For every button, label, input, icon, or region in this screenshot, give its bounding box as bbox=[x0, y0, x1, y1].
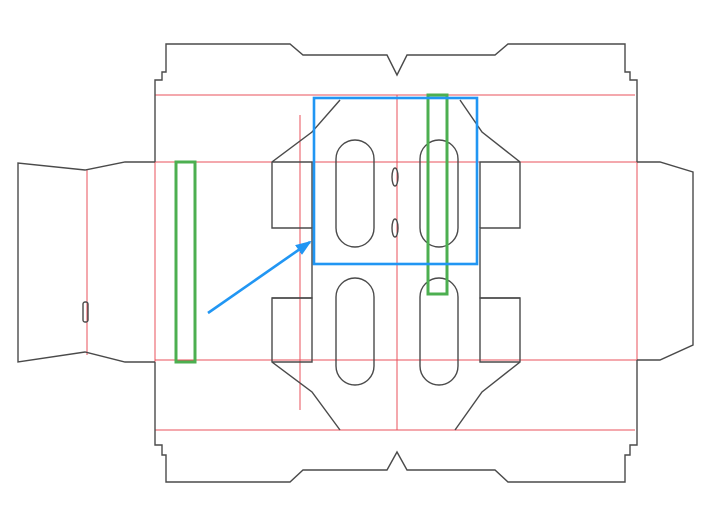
highlight-green-right bbox=[426, 93, 449, 296]
right-inner-tab-bottom bbox=[479, 297, 520, 363]
center-notch-lower bbox=[391, 218, 399, 238]
highlight-blue-box bbox=[312, 96, 479, 266]
left-glue-flap bbox=[17, 161, 155, 363]
right-inner-tab-top bbox=[479, 161, 520, 228]
handle-hole-top-left bbox=[335, 139, 375, 248]
left-inner-tab-top bbox=[272, 161, 313, 228]
handle-panel-left bbox=[271, 99, 341, 431]
right-side-flap bbox=[637, 161, 694, 361]
handle-hole-bottom-right bbox=[419, 277, 459, 386]
crease-lines bbox=[86, 94, 640, 431]
highlights bbox=[174, 93, 479, 364]
cut-lines bbox=[17, 43, 694, 483]
highlight-green-left bbox=[174, 160, 197, 364]
handle-hole-top-right bbox=[419, 139, 459, 248]
bottom-dust-flap bbox=[154, 430, 638, 483]
left-top-dust-flap bbox=[154, 43, 638, 95]
center-notch-upper bbox=[391, 167, 399, 187]
left-inner-tab-bottom bbox=[272, 297, 313, 363]
left-flap-slot bbox=[82, 301, 89, 323]
arrow-icon bbox=[207, 240, 312, 315]
handle-panel-right bbox=[454, 99, 521, 431]
handle-hole-bottom-left bbox=[335, 277, 375, 386]
